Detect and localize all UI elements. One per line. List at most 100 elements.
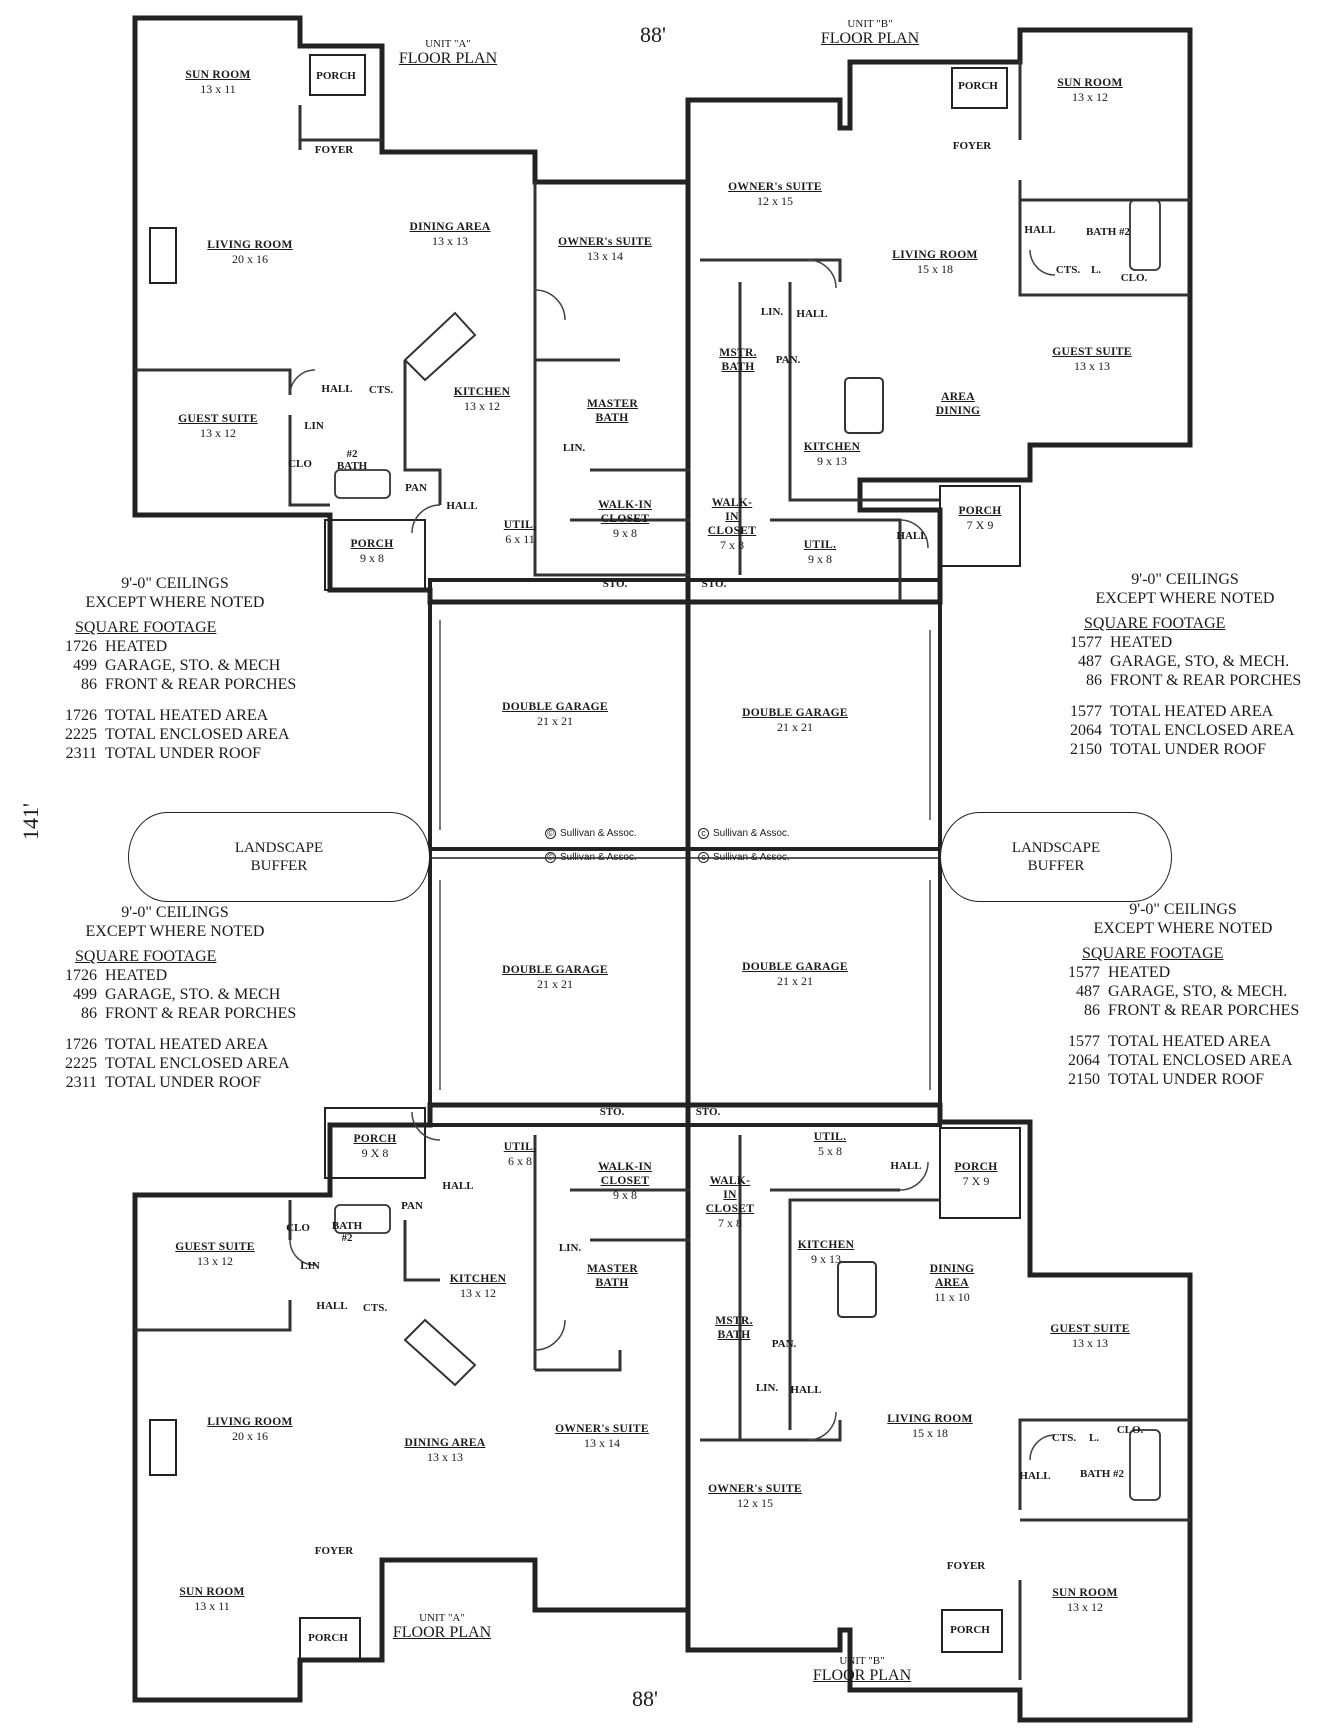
tag-b-bottom-porch: PORCH [950,1624,990,1636]
tag-b-bottom-clo: CLO. [1116,1424,1144,1436]
tag-a-bottom-lin-2: LIN. [558,1242,582,1254]
fireplace-a-bottom [149,1419,177,1476]
garage-block [428,578,942,1127]
tag-a-bottom-sto: STO. [599,1106,625,1118]
tag-a-top-foyer: FOYER [314,144,354,156]
room-b-top-master-bath: MSTR. BATH [719,347,757,373]
tag-a-top-sto: STO. [602,578,628,590]
room-a-top-util: UTIL.6 x 11 [503,519,537,546]
tag-a-top-bath-2: #2 BATH [336,448,368,472]
tag-b-bottom-foyer: FOYER [946,1560,986,1572]
room-a-bottom-util: UTIL.6 x 8 [503,1141,537,1168]
overall-depth: 141' [18,803,43,840]
tag-b-top-hall-3: HALL [896,530,928,542]
fireplace-a-top [149,227,177,284]
tag-b-top-sto: STO. [701,578,727,590]
tag-a-top-hall-2: HALL [446,500,478,512]
credit-3: ©Sullivan & Assoc. [545,852,637,863]
landscape-buffer-left: LANDSCAPE BUFFER [128,812,430,902]
unit-a-top-title: UNIT "A"FLOOR PLAN [398,38,498,67]
tag-b-bottom-hall-3: HALL [1019,1470,1051,1482]
tag-a-top-porch: PORCH [316,70,356,82]
tag-b-bottom-lin: LIN. [755,1382,779,1394]
tag-b-bottom-pan: PAN. [771,1338,797,1350]
tag-a-top-clo: CLO [288,458,312,470]
tag-a-bottom-porch: PORCH [308,1632,348,1644]
tag-a-bottom-hall: HALL [442,1180,474,1192]
tag-b-bottom-sto: STO. [695,1106,721,1118]
notes-unit-b-top: 9'-0" CEILINGS EXCEPT WHERE NOTED SQUARE… [1070,571,1302,758]
overall-width-bottom: 88' [632,1686,658,1711]
tag-b-top-lin: LIN. [760,306,784,318]
room-a-bottom-master-bath: MASTER BATH [587,1263,639,1289]
tag-a-bottom-hall-2: HALL [316,1300,348,1312]
tag-a-bottom-pan: PAN [401,1200,423,1212]
notes-unit-a-bottom: 9'-0" CEILINGS EXCEPT WHERE NOTED SQUARE… [65,904,297,1091]
tag-b-top-porch: PORCH [958,80,998,92]
unit-b-top-title: UNIT "B"FLOOR PLAN [820,18,920,47]
tag-b-bottom-bath-2: BATH #2 [1079,1468,1125,1480]
tag-b-top-pan: PAN. [775,354,801,366]
room-b-bottom-master-bath: MSTR. BATH [715,1315,753,1341]
tag-b-top-hall: HALL [1024,224,1056,236]
landscape-buffer-right: LANDSCAPE BUFFER [940,812,1172,902]
tag-a-bottom-cts: CTS. [362,1302,388,1314]
tag-b-bottom-hall-2: HALL [790,1384,822,1396]
unit-a-top-outline [132,15,1193,605]
credit-1: ©Sullivan & Assoc. [545,828,637,839]
tag-a-top-cts: CTS. [368,384,394,396]
tag-a-top-lin-2: LIN. [562,442,586,454]
tag-a-top-pan: PAN [405,482,427,494]
room-a-top-master-bath: MASTER BATH [587,398,639,424]
tag-a-bottom-clo: CLO [286,1222,310,1234]
tag-a-bottom-lin: LIN [300,1260,320,1272]
tag-b-top-clo: CLO. [1120,272,1148,284]
tag-b-top-hall-2: HALL [796,308,828,320]
unit-b-bottom-title: UNIT "B"FLOOR PLAN [812,1655,912,1684]
tag-b-bottom-hall: HALL [890,1160,922,1172]
tag-b-top-cts: CTS. [1055,264,1081,276]
unit-bottom-outline [132,1102,1193,1723]
unit-a-bottom-title: UNIT "A"FLOOR PLAN [392,1612,492,1641]
tag-b-bottom-l: L. [1088,1432,1100,1444]
notes-unit-b-bottom: 9'-0" CEILINGS EXCEPT WHERE NOTED SQUARE… [1068,901,1300,1088]
tag-a-bottom-bath-2: BATH #2 [331,1220,363,1244]
tag-a-top-lin: LIN [304,420,324,432]
room-b-top-dining-area: AREA DINING [935,391,981,417]
tag-b-top-foyer: FOYER [952,140,992,152]
room-b-bottom-util: UTIL.5 x 8 [813,1131,847,1158]
room-b-top-util: UTIL.9 x 8 [803,539,837,566]
